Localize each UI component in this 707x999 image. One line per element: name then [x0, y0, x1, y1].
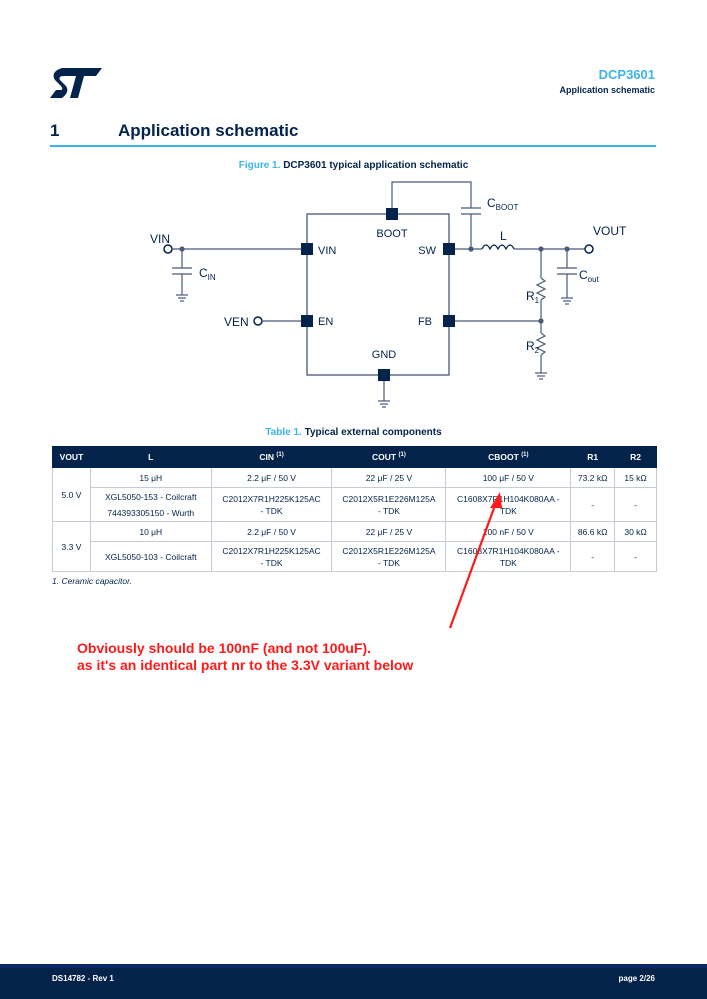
cell-r2: 15 kΩ [614, 467, 657, 488]
annotation-note: Obviously should be 100nF (and not 100uF… [77, 640, 413, 674]
net-label-ven: VEN [224, 315, 249, 329]
doc-subtitle: Application schematic [559, 85, 655, 95]
cell-cboot: 100 nF / 50 V [445, 521, 572, 542]
cboot-label: CBOOT [487, 196, 518, 212]
cell-r2: - [614, 541, 657, 572]
annotation-line-2: as it's an identical part nr to the 3.3V… [77, 657, 414, 673]
col-header-cout: COUT (1) [331, 446, 447, 468]
r1-label: R1 [526, 289, 540, 305]
table-caption-text: Typical external components [304, 427, 442, 438]
vin-terminal [163, 244, 173, 254]
table-caption: Table 1. Typical external components [0, 427, 707, 438]
table-footnote: 1. Ceramic capacitor. [52, 576, 132, 586]
section-title: Application schematic [118, 121, 299, 140]
cell-r1: 86.6 kΩ [570, 521, 616, 542]
table-caption-label: Table 1. [265, 427, 302, 438]
figure-caption-text: DCP3601 typical application schematic [283, 160, 469, 171]
cell-r1: - [570, 487, 616, 522]
components-table: VOUT L CIN (1) COUT (1) CBOOT (1) R1 R2 … [52, 446, 657, 572]
cell-cboot: C1608X7R1H104K080AA -TDK [445, 541, 572, 572]
pin-sw [443, 243, 455, 255]
pin-label-boot: BOOT [376, 228, 407, 240]
footer-bar [0, 964, 707, 999]
footer-page-number: page 2/26 [618, 974, 655, 983]
vout-cell: 5.0 V [52, 467, 91, 522]
doc-title: DCP3601 [598, 67, 655, 82]
col-header-cin: CIN (1) [210, 446, 333, 468]
col-header-cboot: CBOOT (1) [445, 446, 572, 468]
col-header-vout: VOUT [52, 446, 91, 468]
figure-caption: Figure 1. DCP3601 typical application sc… [0, 160, 707, 171]
inductor [481, 244, 515, 251]
r1-resistor [535, 277, 547, 301]
table-row: 5.0 V 15 μH 2.2 μF / 50 V 22 μF / 25 V 1… [52, 467, 657, 522]
pin-fb [443, 315, 455, 327]
figure-caption-label: Figure 1. [238, 160, 281, 171]
vout-cell: 3.3 V [52, 521, 91, 572]
ven-terminal [253, 316, 263, 326]
vout-terminal [584, 244, 594, 254]
pin-label-fb: FB [418, 316, 432, 328]
pin-en [301, 315, 313, 327]
section-rule [50, 145, 656, 147]
cell-r2: 30 kΩ [614, 521, 657, 542]
pin-boot [386, 208, 398, 220]
col-header-l: L [89, 446, 212, 468]
inductor-label: L [500, 229, 507, 243]
application-schematic: BOOT VIN SW EN FB GND VIN VEN [150, 181, 627, 408]
pin-label-sw: SW [418, 245, 436, 257]
cell-cboot: C1608X7R1H104K080AA -TDK [445, 487, 572, 522]
section-number: 1 [50, 121, 60, 140]
pin-vin [301, 243, 313, 255]
cout-label: Cout [579, 268, 600, 284]
cell-l: 15 μH [89, 467, 212, 488]
cell-r1: 73.2 kΩ [570, 467, 616, 488]
table-row: XGL5050-103 - Coilcraft C2012X7R1H225K12… [53, 541, 657, 572]
annotation-line-1: Obviously should be 100nF (and not 100uF… [77, 640, 372, 656]
net-label-vin: VIN [150, 232, 170, 246]
pin-gnd [378, 369, 390, 381]
cell-cin: C2012X7R1H225K125AC- TDK [210, 487, 333, 522]
cell-cboot: 100 μF / 50 V [445, 467, 572, 488]
cell-cout: 22 μF / 25 V [331, 521, 447, 542]
cin-label: CIN [199, 266, 216, 282]
net-label-vout: VOUT [593, 224, 627, 238]
st-logo [50, 68, 102, 98]
pin-label-vin: VIN [318, 245, 336, 257]
cell-cin: C2012X7R1H225K125AC- TDK [210, 541, 333, 572]
cell-l: XGL5050-103 - Coilcraft [89, 541, 212, 572]
cell-r2: - [614, 487, 657, 522]
table-row: 3.3 V 10 μH 2.2 μF / 50 V 22 μF / 25 V 1… [52, 521, 657, 572]
cell-cin: 2.2 μF / 50 V [210, 467, 333, 488]
footer-doc-id: DS14782 - Rev 1 [52, 974, 114, 983]
cell-cout: C2012X5R1E226M125A- TDK [331, 541, 447, 572]
pin-label-en: EN [318, 316, 333, 328]
cell-r1: - [570, 541, 616, 572]
r2-resistor [535, 332, 547, 356]
col-header-r2: R2 [614, 446, 657, 468]
cell-cout: 22 μF / 25 V [331, 467, 447, 488]
table-header-row: VOUT L CIN (1) COUT (1) CBOOT (1) R1 R2 [52, 446, 657, 468]
cell-l: 10 μH [89, 521, 212, 542]
cell-cout: C2012X5R1E226M125A- TDK [331, 487, 447, 522]
cell-cin: 2.2 μF / 50 V [210, 521, 333, 542]
pin-label-gnd: GND [372, 349, 397, 361]
col-header-r1: R1 [570, 446, 616, 468]
r2-label: R2 [526, 339, 540, 355]
